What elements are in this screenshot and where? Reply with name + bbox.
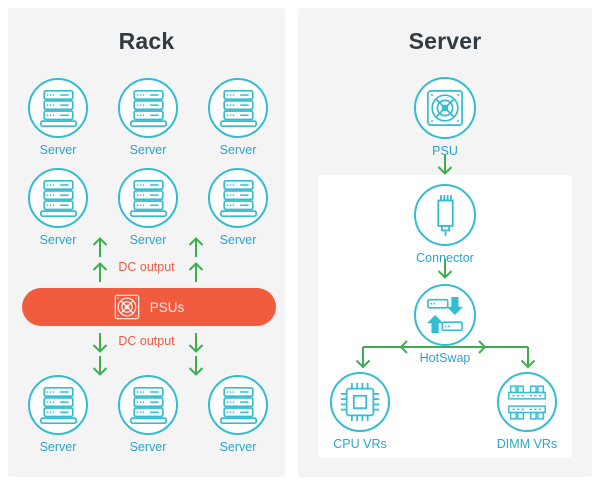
rack-server-node: Server <box>108 375 188 454</box>
dc-output-label-top: DC output <box>118 260 175 274</box>
dc-up-arrow-icon <box>188 236 204 258</box>
dimm-vrs-node: DIMM VRs <box>487 372 567 451</box>
server-label: Server <box>39 233 77 247</box>
connector-node: Connector <box>405 184 485 265</box>
server-panel: Server PSU Connector HotSwap <box>298 8 592 477</box>
rack-server-node: Server <box>108 78 188 157</box>
rack-server-node: Server <box>18 375 98 454</box>
dimm-vrs-circle <box>497 372 557 432</box>
hotswap-branch-connector <box>355 340 536 369</box>
server-circle <box>208 168 268 228</box>
server-label: Server <box>129 143 167 157</box>
server-label: Server <box>219 233 257 247</box>
rack-server-node: Server <box>108 168 188 247</box>
server-icon <box>128 180 169 217</box>
server-icon <box>38 90 79 127</box>
server-icon <box>128 387 169 424</box>
server-icon <box>38 180 79 217</box>
server-circle <box>118 78 178 138</box>
server-icon <box>218 180 259 217</box>
psu-node: PSU <box>405 77 485 158</box>
flow-down-arrow-icon <box>437 258 453 280</box>
psu-circle <box>414 77 476 139</box>
rack-server-node: Server <box>198 78 278 157</box>
hotswap-label: HotSwap <box>419 351 471 365</box>
server-circle <box>28 375 88 435</box>
connector-icon <box>431 193 460 237</box>
server-circle <box>28 168 88 228</box>
flow-down-arrow-icon <box>437 154 453 176</box>
connector-label: Connector <box>416 251 474 265</box>
dc-down-arrow-icon <box>92 355 108 377</box>
server-label: Server <box>129 440 167 454</box>
rack-panel: Rack Server Server Server Server <box>8 8 285 477</box>
server-circle <box>28 78 88 138</box>
server-circle <box>208 375 268 435</box>
rack-server-node: Server <box>198 375 278 454</box>
rack-title: Rack <box>118 28 175 54</box>
server-icon <box>128 90 169 127</box>
hotswap-node: HotSwap <box>405 284 485 365</box>
hotswap-icon <box>427 297 463 333</box>
dimm-vrs-label: DIMM VRs <box>496 437 558 451</box>
psu-fan-icon <box>426 89 464 127</box>
psus-bar: PSUs <box>22 288 276 326</box>
psu-fan-icon <box>114 294 140 320</box>
dimm-memory-icon <box>507 384 547 421</box>
rack-server-node: Server <box>18 168 98 247</box>
cpu-chip-icon <box>339 381 381 423</box>
cpu-vrs-circle <box>330 372 390 432</box>
rack-server-node: Server <box>18 78 98 157</box>
server-label: Server <box>39 440 77 454</box>
server-label: Server <box>39 143 77 157</box>
server-icon <box>218 387 259 424</box>
cpu-vrs-node: CPU VRs <box>320 372 400 451</box>
server-circle <box>118 375 178 435</box>
server-icon <box>38 387 79 424</box>
psu-label: PSU <box>432 144 458 158</box>
server-circle <box>208 78 268 138</box>
server-label: Server <box>219 440 257 454</box>
server-label: Server <box>219 143 257 157</box>
server-title: Server <box>408 28 482 54</box>
cpu-vrs-label: CPU VRs <box>333 437 387 451</box>
server-label: Server <box>129 233 167 247</box>
psus-bar-label: PSUs <box>149 299 185 315</box>
dc-up-arrow-icon <box>92 236 108 258</box>
connector-circle <box>414 184 476 246</box>
dc-down-arrow-icon <box>188 355 204 377</box>
server-circle <box>118 168 178 228</box>
dc-output-label-bottom: DC output <box>118 334 175 348</box>
server-icon <box>218 90 259 127</box>
hotswap-circle <box>414 284 476 346</box>
rack-server-node: Server <box>198 168 278 247</box>
